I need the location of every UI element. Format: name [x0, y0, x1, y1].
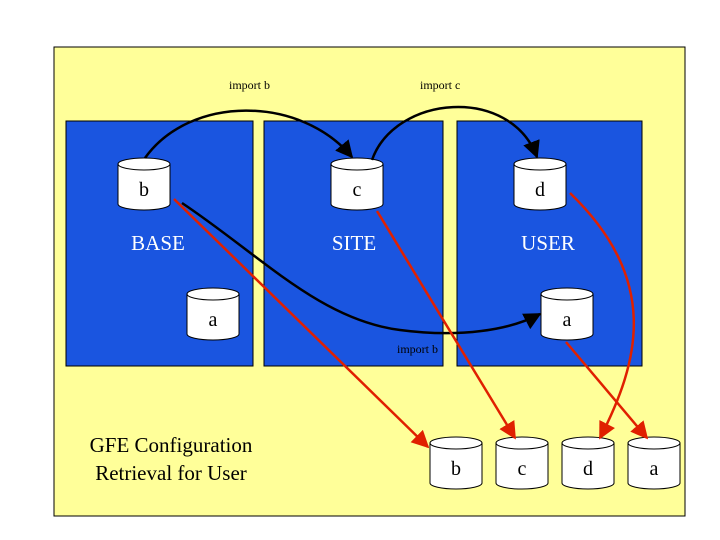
cylinder-out-b-label: b — [451, 458, 461, 480]
label-import-b-top: import b — [229, 78, 270, 92]
arrow-import-c-top — [370, 105, 540, 161]
site-label: SITE — [332, 231, 376, 255]
label-import-c-top: import c — [420, 78, 460, 92]
cylinder-out-c-label: c — [518, 458, 527, 480]
cylinder-site-c-label: c — [353, 179, 362, 201]
cylinder-out-a-label: a — [650, 458, 659, 480]
cylinder-out-d-label: d — [583, 458, 593, 480]
cylinder-user-d: d — [513, 157, 567, 211]
diagram-title-line2: Retrieval for User — [95, 461, 247, 485]
arrow-red-b — [173, 198, 430, 449]
cylinder-out-a: a — [627, 436, 681, 490]
cylinder-base-a-label: a — [209, 309, 218, 331]
cylinder-user-a-label: a — [563, 309, 572, 331]
diagram-title-line1: GFE Configuration — [90, 433, 253, 457]
label-import-b-bottom: import b — [397, 342, 438, 356]
arrow-red-a — [565, 341, 649, 440]
cylinder-base-a: a — [186, 287, 240, 341]
cylinder-user-a: a — [540, 287, 594, 341]
cylinder-out-b: b — [429, 436, 483, 490]
arrow-import-b-bottom — [181, 201, 542, 335]
cylinder-base-b: b — [117, 157, 171, 211]
cylinder-base-b-label: b — [139, 179, 149, 201]
cylinder-out-c: c — [495, 436, 549, 490]
cylinder-site-c: c — [330, 157, 384, 211]
arrow-red-c — [375, 210, 517, 440]
user-label: USER — [521, 231, 575, 255]
cylinder-out-d: d — [561, 436, 615, 490]
cylinder-user-d-label: d — [535, 179, 545, 201]
base-label: BASE — [131, 231, 185, 255]
arrow-import-b-top — [143, 109, 354, 159]
arrow-red-d — [569, 192, 635, 440]
